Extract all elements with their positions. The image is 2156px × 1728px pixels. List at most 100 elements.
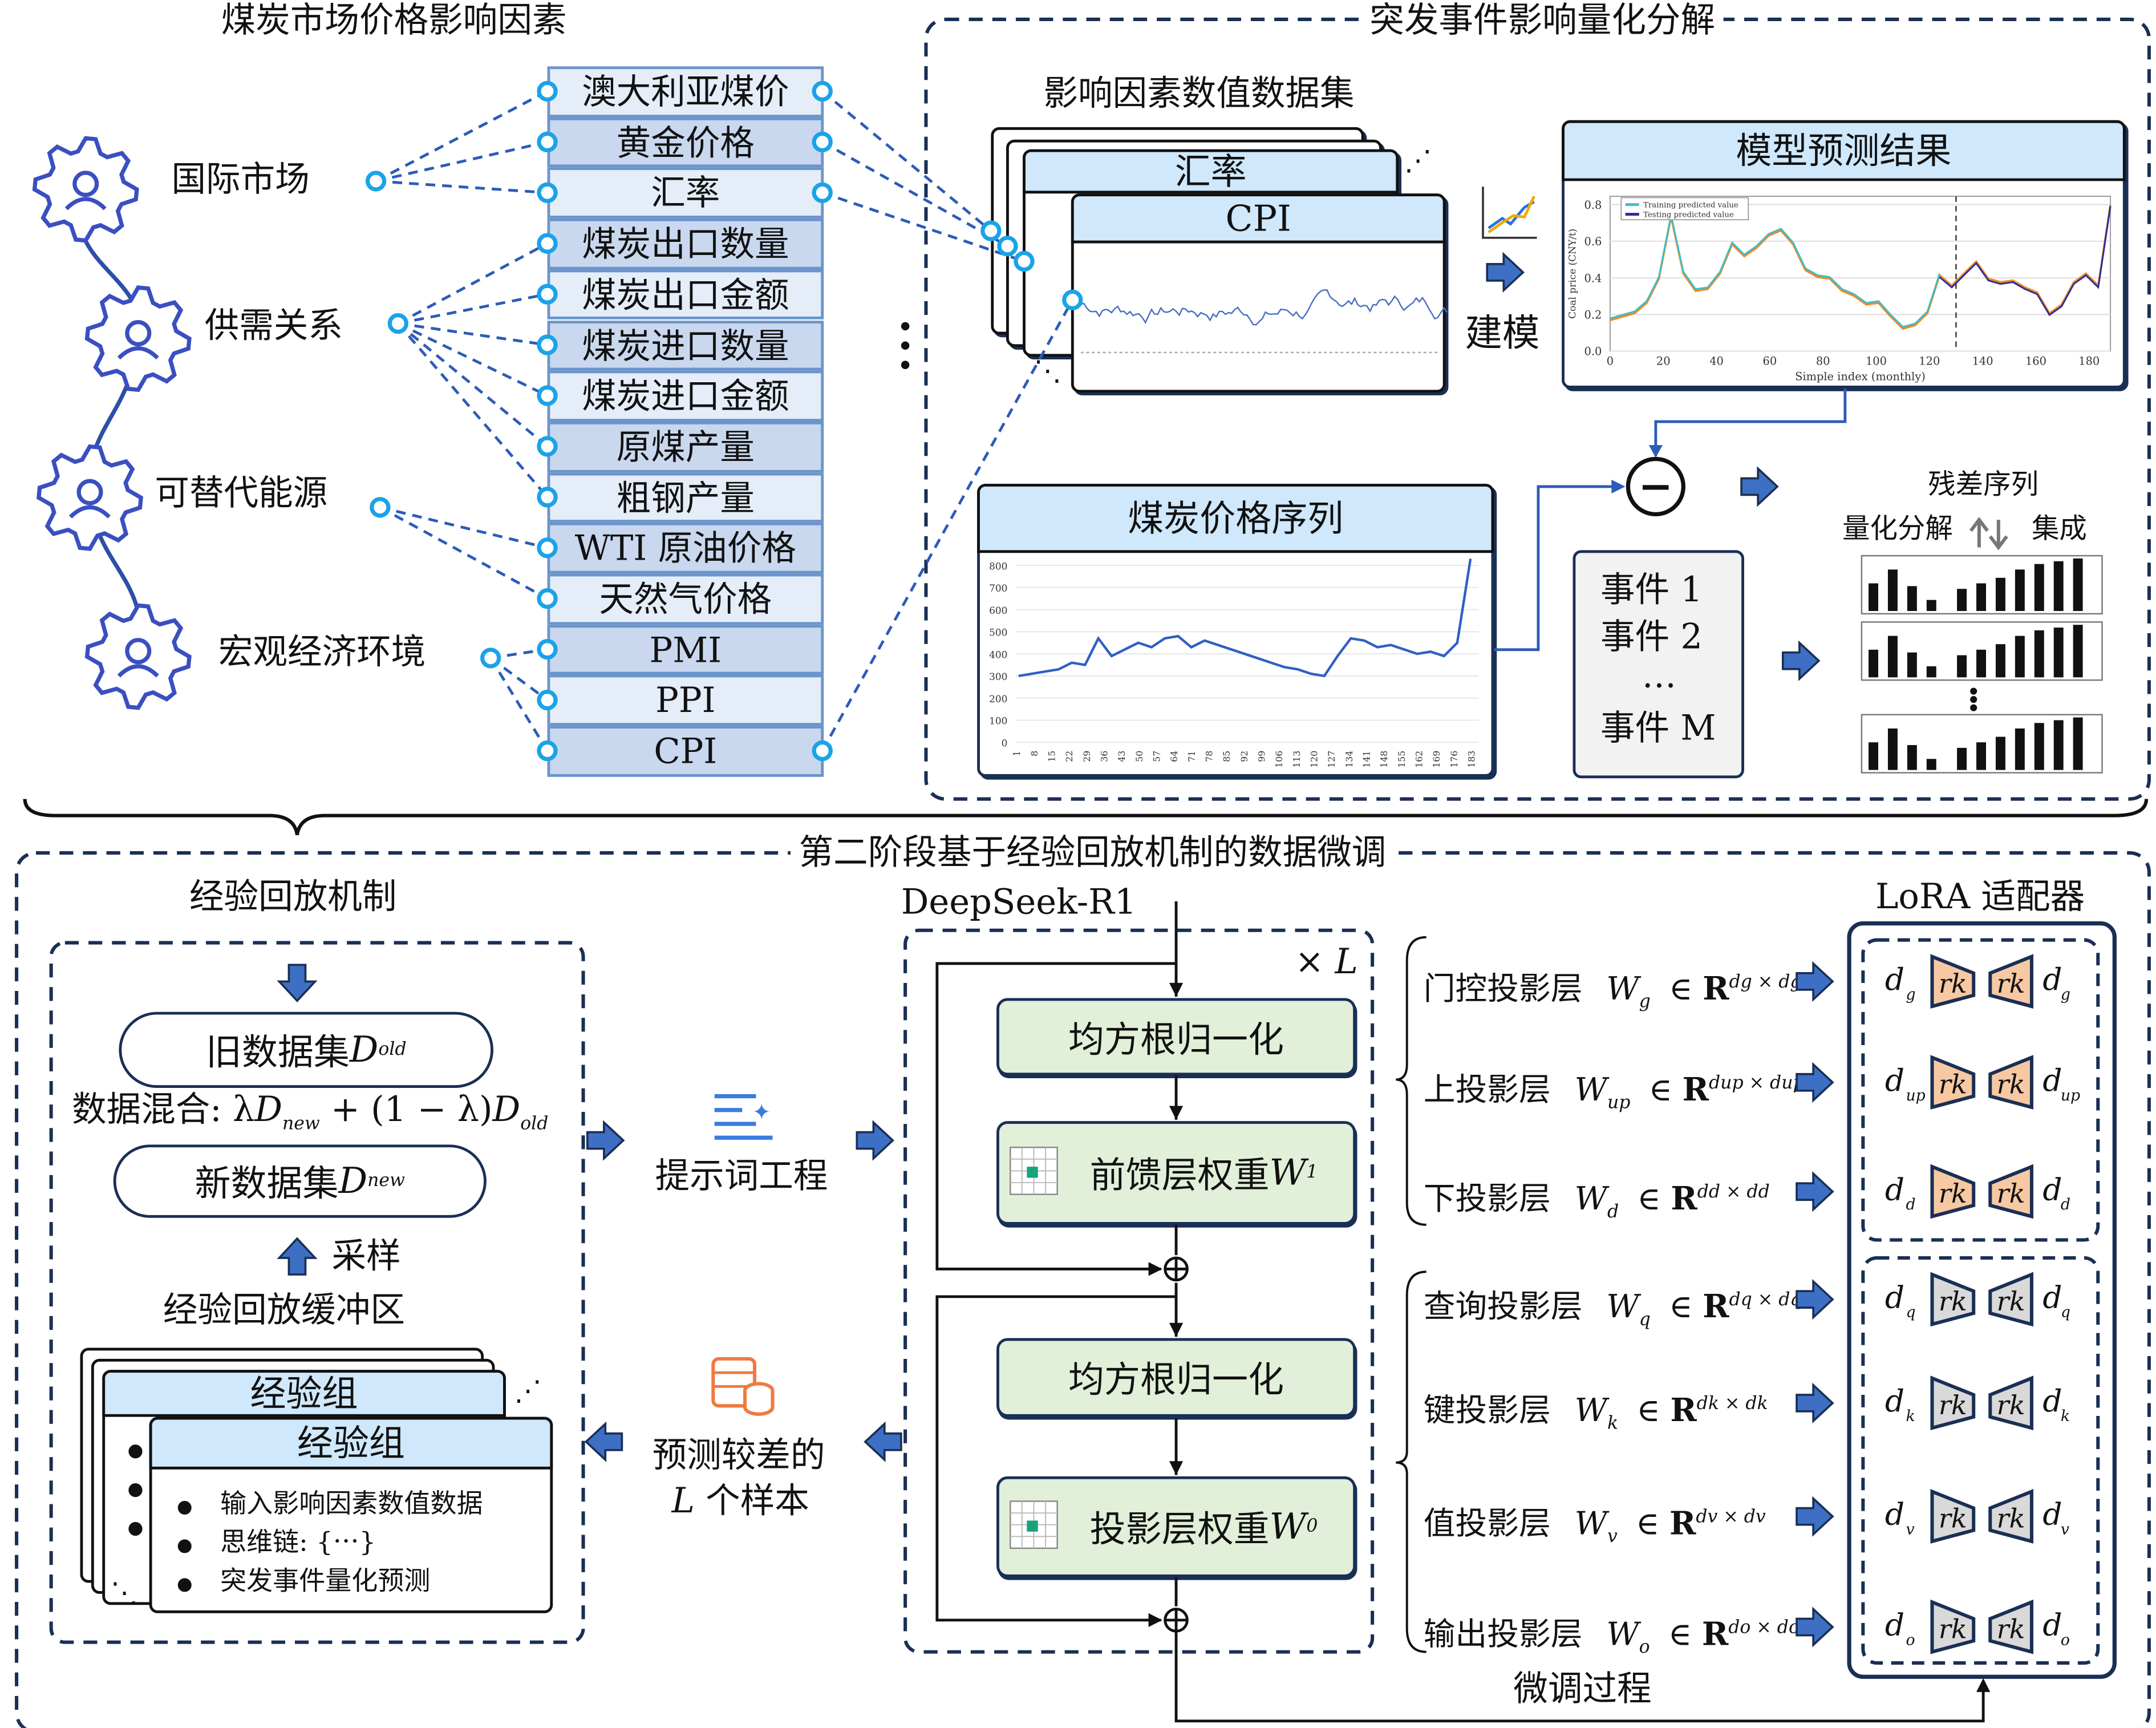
repeat-label: × L — [1295, 941, 1358, 982]
dimension-sub: q — [1906, 1304, 1915, 1321]
dimension-label: d — [2042, 1280, 2062, 1315]
gear-icon — [37, 444, 143, 551]
rank-label: rk — [1939, 968, 1967, 999]
experience-card: 经验组 ●输入影响因素数值数据●思维链: {⋯}●突发事件量化预测 — [149, 1417, 553, 1613]
proj-w: W — [1269, 1506, 1307, 1548]
ffn-w: W — [1269, 1152, 1307, 1194]
dimension-sub: d — [1906, 1196, 1915, 1213]
projection-layer-row: 查询投影层 Wq ∈ Rdq × dq — [1424, 1280, 1802, 1331]
factor-row: 天然气价格 — [547, 573, 824, 625]
gear-person-body — [64, 197, 107, 211]
rank-label: rk — [1997, 1390, 2025, 1421]
element-of: ∈ — [1638, 1073, 1683, 1109]
factor-row: 黄金价格 — [547, 117, 824, 168]
mix-old-sub: old — [520, 1114, 549, 1135]
coal-price-title: 煤炭价格序列 — [977, 484, 1494, 553]
more-dots: ⋱ — [110, 1576, 139, 1609]
projection-layer-row: 输出投影层 Wo ∈ Rdo × do — [1424, 1608, 1800, 1658]
stage2-title: 第二阶段基于经验回放机制的数据微调 — [791, 835, 1395, 870]
dimension-label: d — [2042, 1497, 2062, 1532]
rmsnorm-block: 均方根归一化 — [996, 1338, 1356, 1417]
dimension-sub: o — [2061, 1631, 2070, 1649]
gear-outline — [84, 603, 192, 710]
element-of: ∈ — [1627, 1181, 1671, 1218]
weight-subscript: up — [1607, 1092, 1631, 1114]
weight-symbol: W — [1596, 1617, 1639, 1654]
stage1-brace — [23, 799, 2149, 836]
dimension-label: d — [2042, 962, 2062, 997]
finetune-label: 微调过程 — [1513, 1668, 1652, 1709]
element-of: ∈ — [1626, 1507, 1670, 1543]
projection-layer-row: 值投影层 Wv ∈ Rdv × dv — [1424, 1497, 1766, 1548]
lora-up-projection — [1988, 1272, 2033, 1327]
dimension-sub: k — [2061, 1407, 2070, 1425]
replay-title: 经验回放机制 — [189, 876, 397, 917]
bullet-text: 思维链: {⋯} — [220, 1527, 376, 1558]
weight-symbol: W — [1596, 1289, 1639, 1326]
rank-label: rk — [1939, 1178, 1967, 1209]
model-result-title: 模型预测结果 — [1562, 120, 2126, 181]
weight-symbol: W — [1564, 1073, 1607, 1109]
gear-outline — [32, 136, 139, 243]
gear-person-head — [125, 319, 152, 346]
event-decomposition-title: 突发事件影响量化分解 — [1361, 3, 1724, 38]
gear-person-head — [72, 171, 99, 197]
more-dots: ⋱ — [1034, 354, 1061, 387]
bullet-text: 突发事件量化预测 — [220, 1566, 431, 1597]
real-space: R — [1671, 1180, 1697, 1218]
real-space: R — [1703, 970, 1729, 1008]
gear-icon — [84, 603, 192, 710]
replay-frame — [49, 941, 585, 1644]
mix-mid: + (1 − λ) — [319, 1089, 493, 1130]
event-item: 事件 M — [1600, 707, 1716, 748]
rank-label: rk — [1939, 1286, 1967, 1317]
poor-samples-label: 预测较差的 — [652, 1435, 825, 1475]
factor-row: 煤炭进口金额 — [547, 370, 824, 422]
rmsnorm-block: 均方根归一化 — [996, 998, 1356, 1076]
lora-down-projection — [1930, 1489, 1976, 1544]
factor-row: 原煤产量 — [547, 421, 824, 472]
modeling-label: 建模 — [1465, 312, 1540, 355]
mix-old-sym: D — [492, 1089, 521, 1130]
proj-sub: 0 — [1306, 1516, 1318, 1537]
model-frame — [903, 928, 1375, 1654]
dimension-superscript: dup × dup — [1709, 1073, 1805, 1094]
dimension-sub: up — [2061, 1087, 2080, 1104]
factor-row: 澳大利亚煤价 — [547, 66, 824, 118]
residual-label: 残差序列 — [1928, 467, 2039, 501]
bullet-dot: ● — [177, 1574, 193, 1596]
weight-subscript: q — [1639, 1310, 1651, 1331]
projection-layer-row: 键投影层 Wk ∈ Rdk × dk — [1424, 1384, 1768, 1434]
layer-name: 下投影层 — [1423, 1181, 1551, 1218]
dimension-label: d — [2042, 1383, 2062, 1419]
lora-down-projection — [1930, 1164, 1976, 1219]
real-space: R — [1703, 1288, 1729, 1326]
lora-down-projection — [1930, 1272, 1976, 1327]
factor-row: 粗钢产量 — [547, 472, 824, 523]
factor-row: WTI 原油价格 — [547, 523, 824, 574]
dimension-sub: v — [1906, 1521, 1914, 1539]
dimension-label: d — [1885, 1608, 1904, 1643]
lora-up-projection — [1988, 1055, 2033, 1110]
bullet-dot: ● — [177, 1497, 193, 1518]
old-dataset-label: 旧数据集 — [205, 1033, 350, 1074]
projection-layer-row: 上投影层 Wup ∈ Rdup × dup — [1424, 1063, 1805, 1114]
lora-down-projection — [1930, 954, 1976, 1009]
mix-new-sym: D — [254, 1089, 282, 1130]
layer-name: 门控投影层 — [1423, 972, 1583, 1008]
factor-row: PMI — [547, 624, 824, 675]
rank-label: rk — [1997, 968, 2025, 999]
dimension-sub: k — [1906, 1407, 1915, 1425]
lora-title: LoRA 适配器 — [1875, 876, 2085, 917]
dimension-label: d — [1885, 1280, 1904, 1315]
lora-up-projection — [1988, 1489, 2033, 1544]
lora-ffn-group — [1861, 938, 2100, 1242]
